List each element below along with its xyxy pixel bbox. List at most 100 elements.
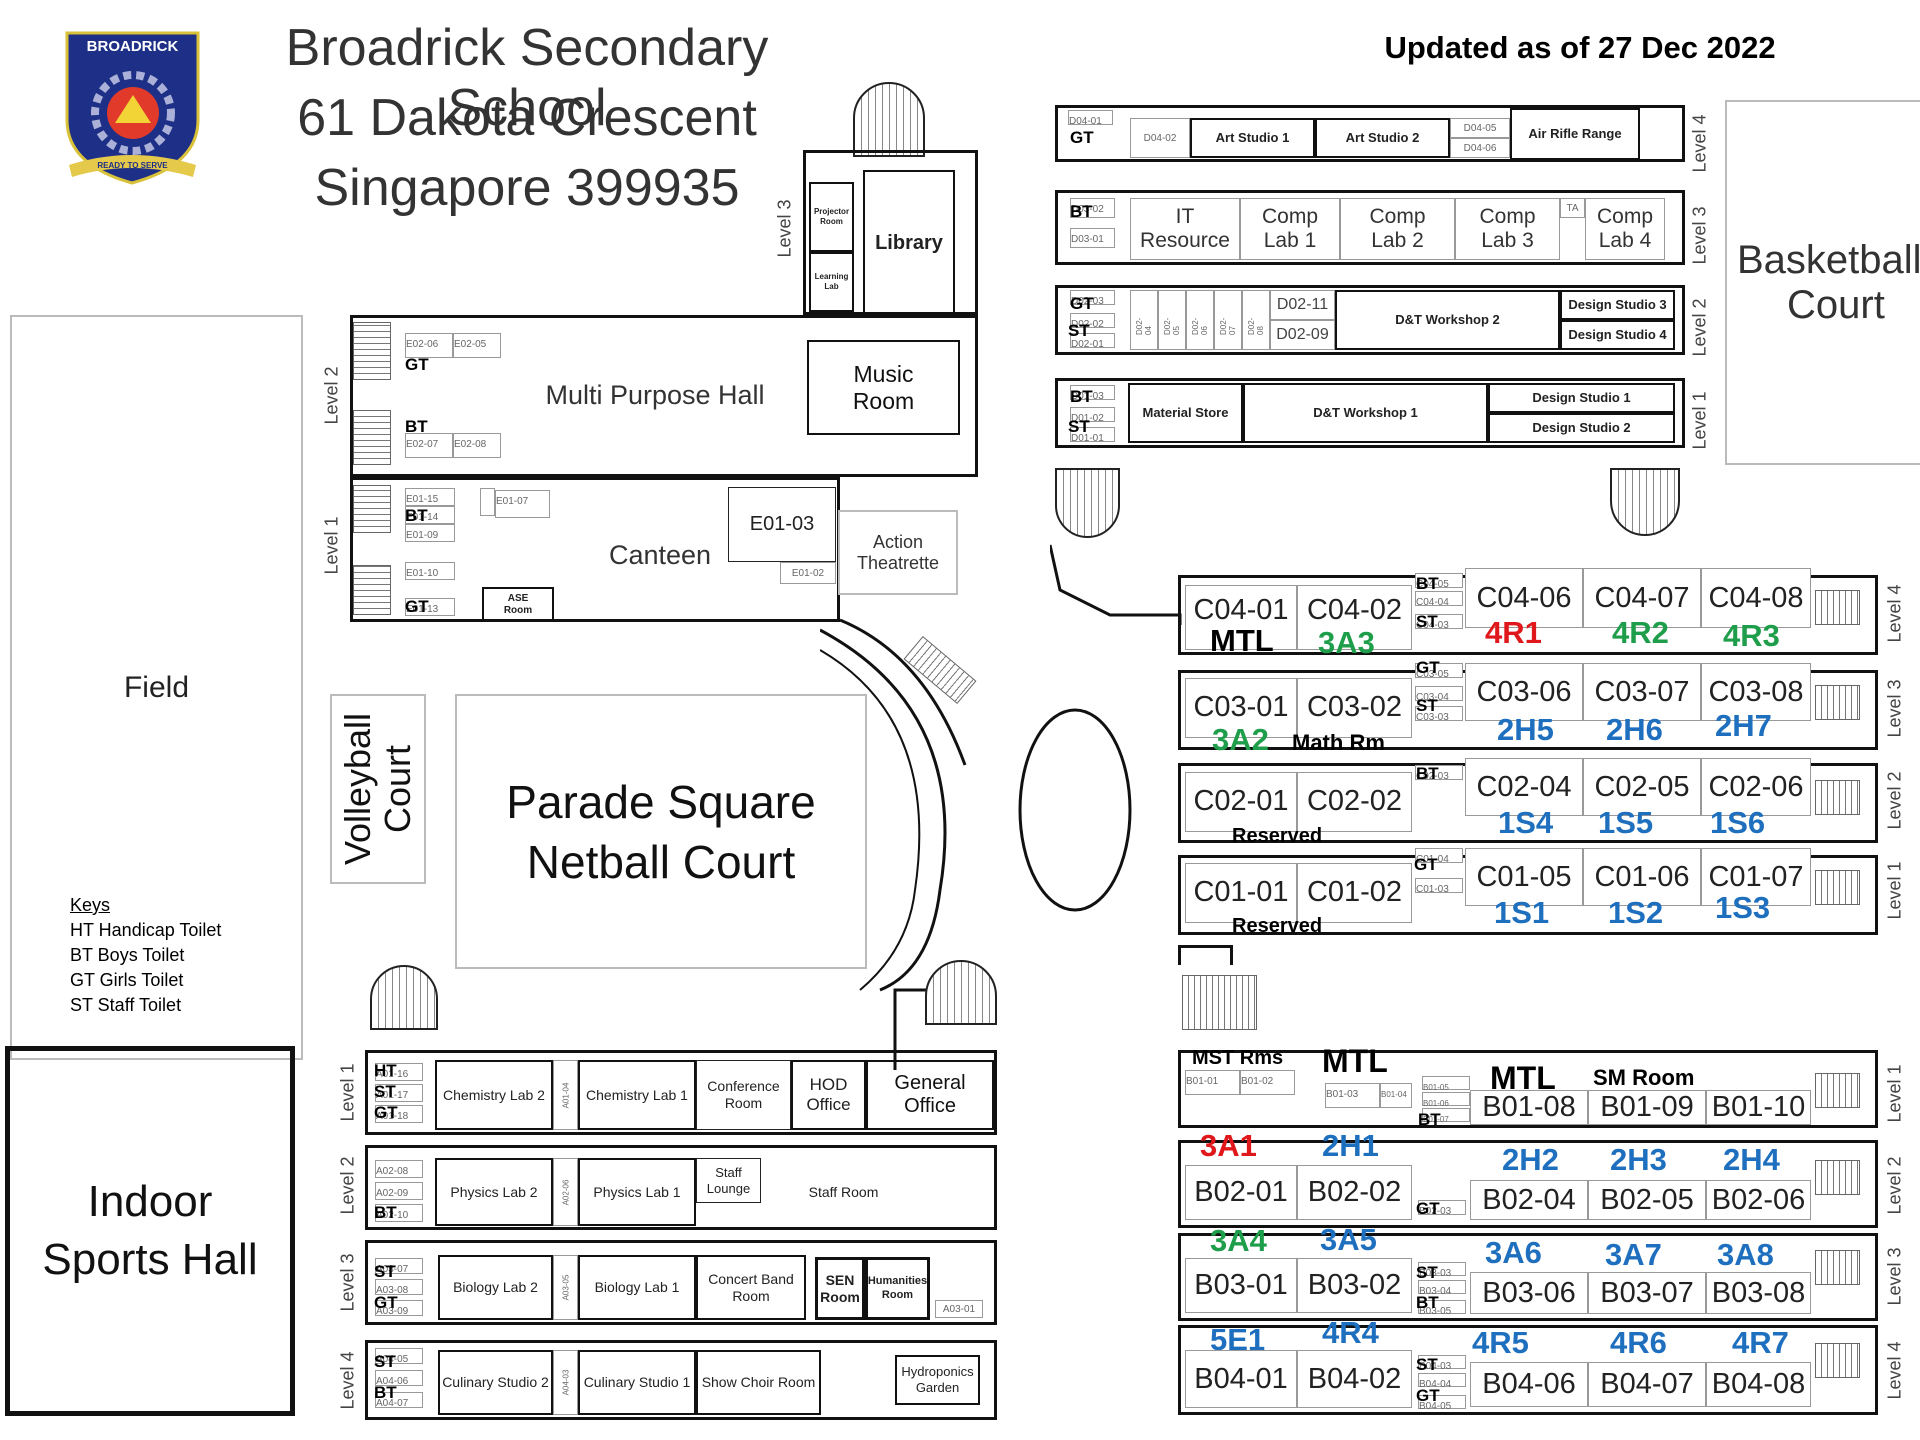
toilet-st-b4: ST [1416,1355,1438,1374]
room-c01-01: C01-01 [1185,863,1297,923]
level-1-block-d: Level 1 [1689,391,1710,450]
e1-cell-07: E01-07 [495,490,550,518]
projector-room: Projector Room [809,182,854,252]
room-b02-03: B02-03 [1418,1200,1466,1217]
toilet-gt-e1: GT [405,597,429,616]
mst-rooms: MST Rms [1192,1047,1284,1069]
room-b01-09: B01-09 [1588,1090,1706,1125]
block-b-l1 [1178,1050,1878,1128]
e2-cell-4: E02-08 [453,433,501,458]
room-d03-01: D03-01 [1070,228,1115,248]
stairs-d-left [1055,468,1120,538]
room-d01-01: D01-01 [1070,427,1115,444]
class-b01-sm-room: SM Room [1593,1065,1695,1090]
art-studio-1: Art Studio 1 [1190,118,1315,158]
level-4-block-c: Level 4 [1884,584,1905,643]
comp4-line1: Comp [1596,205,1654,228]
room-d02-02: D02-02 [1070,313,1115,330]
room-c04-02: C04-02 [1297,585,1412,650]
culinary-studio-2: Culinary Studio 2 [438,1350,553,1415]
stairs-a-right [925,960,997,1025]
culinary-studio-1: Culinary Studio 1 [578,1350,696,1415]
e1-cell-09: E01-09 [405,524,455,542]
physics-lab-2: Physics Lab 2 [435,1158,553,1226]
stairs-c2 [1815,780,1860,815]
ase-line1: ASE [507,592,529,604]
toilet-bt-e2: BT [405,417,428,436]
it-line2: Resource [1140,229,1230,252]
room-c03-06: C03-06 [1465,663,1583,721]
room-c03-08: C03-08 [1701,663,1811,721]
room-d02-06: D02-06 [1186,290,1214,350]
level-1-block-c: Level 1 [1884,861,1905,920]
toilet-st-b3: ST [1416,1263,1438,1282]
stairs-e2-top [353,322,391,380]
room-b03-03: B03-03 [1418,1262,1466,1279]
level-1-block-a: Level 1 [337,1063,358,1122]
design-studio-2: Design Studio 2 [1488,413,1675,443]
room-b04-04: B04-04 [1418,1373,1466,1390]
connector-c-b [1178,945,1233,965]
e1-cell-10: E01-10 [405,562,455,580]
comp1-line2: Lab 1 [1263,229,1317,252]
class-b03-07: 3A7 [1605,1237,1662,1272]
room-e01-02: E01-02 [780,562,836,584]
room-c01-03: C01-03 [1415,878,1463,895]
logo-motto: READY TO SERVE [97,161,168,170]
physics-lab-1: Physics Lab 1 [578,1158,696,1226]
room-c03-03: C03-03 [1415,706,1463,723]
block-b-l3 [1178,1233,1878,1321]
comp4-line2: Lab 4 [1598,229,1652,252]
class-b02-06: 2H4 [1723,1142,1780,1177]
block-a-l1 [365,1050,997,1135]
toilet-bt-d3: BT [1070,202,1093,221]
room-a04-07: A04-07 [375,1392,423,1409]
keys-title: Keys [70,895,111,915]
class-b02-02: 2H1 [1322,1128,1379,1163]
it-resource: IT Resource [1130,198,1240,260]
class-c02-04: 1S4 [1498,805,1554,840]
toilet-bt-a2: BT [374,1203,397,1222]
level-3-block-d: Level 3 [1689,206,1710,265]
e01-03-label: E01-03 [749,513,815,535]
class-c03-01: 3A2 [1212,722,1269,757]
walkway-e-to-c [839,618,967,766]
conference-room: Conference Room [696,1060,791,1130]
toilet-bt-c2: BT [1416,764,1439,783]
volleyball-line2: Court [377,744,419,834]
class-c01-07: 1S3 [1715,890,1771,925]
room-a03-08: A03-08 [375,1279,423,1296]
comp3-line1: Comp [1479,205,1536,228]
dt-workshop-1: D&T Workshop 1 [1243,383,1488,443]
toilet-bt-a4: BT [374,1383,397,1402]
stairs-c-b [1182,975,1257,1030]
level-3-block-b: Level 3 [1884,1247,1905,1306]
material-store: Material Store [1128,383,1243,443]
parade-line2: Netball Court [526,835,796,888]
school-logo: BROADRICK READY TO SERVE [55,25,210,185]
class-c03-02: Math Rm [1292,730,1385,755]
room-d02-08: D02-08 [1242,290,1270,350]
stairs-d-right [1610,468,1680,536]
room-a01-04: A01-04 [553,1060,578,1130]
block-a-l3 [365,1240,997,1325]
room-a03-07: A03-07 [375,1258,423,1275]
room-b03-07: B03-07 [1588,1272,1706,1314]
block-a-l2 [365,1145,997,1230]
toilet-st-d1: ST [1068,417,1090,436]
room-b01-10: B01-10 [1706,1090,1811,1125]
learning-lab: Learning Lab [809,252,854,312]
design-studio-1: Design Studio 1 [1488,383,1675,413]
room-b03-05: B03-05 [1418,1300,1466,1317]
room-b01-02: B01-02 [1240,1070,1295,1095]
multi-purpose-hall: Multi Purpose Hall [505,330,805,460]
class-b02-01: 3A1 [1200,1128,1257,1163]
stairs-c3 [1815,685,1860,720]
room-b03-06: B03-06 [1470,1272,1588,1314]
block-d-l3 [1055,190,1685,265]
room-c01-06: C01-06 [1583,848,1701,906]
comp-lab-1: Comp Lab 1 [1240,198,1340,260]
room-c03-01: C03-01 [1185,678,1297,738]
room-c01-02: C01-02 [1297,863,1412,923]
room-d01-02: D01-02 [1070,407,1115,424]
